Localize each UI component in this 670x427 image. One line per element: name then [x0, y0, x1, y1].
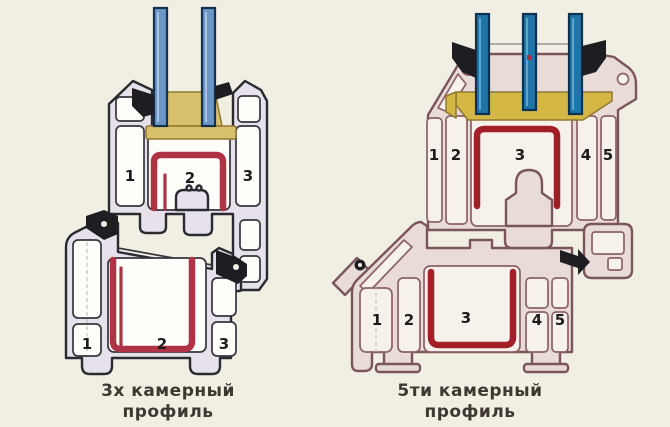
caption-line: профиль: [424, 402, 515, 422]
left-frame-chamber-labels: 1 2 3: [82, 335, 229, 353]
gasket-seal: [560, 249, 590, 275]
chamber-void: [445, 115, 468, 225]
chamber-label: 1: [125, 167, 135, 185]
chamber-void: [591, 231, 625, 255]
glazing-bead-corner: [445, 91, 457, 119]
gasket-detail: [358, 263, 362, 267]
lock-cavity-dome: [504, 168, 554, 228]
gasket-seal: [452, 42, 476, 78]
gasket-seal: [86, 210, 118, 240]
chamber-void: [397, 277, 421, 353]
chamber-void: [551, 311, 569, 353]
screw-channel: [616, 72, 630, 86]
chamber-void: [115, 125, 145, 207]
gasket-seal: [582, 40, 606, 76]
chamber-label: 4: [581, 146, 591, 164]
pane-mark: [527, 55, 531, 60]
right-caption: 5ти камерный профиль: [397, 381, 542, 422]
steel-reinforcement: [150, 151, 227, 212]
lock-cavity-dome: [174, 188, 210, 212]
chamber-label: 4: [532, 311, 542, 329]
chamber-label: 3: [219, 335, 229, 353]
left-caption: 3х камерный профиль: [101, 381, 235, 422]
chamber-label: 3: [243, 167, 253, 185]
left-profile-3-chamber: 1 2 3 1 2 3 3х камерный профиль: [64, 6, 269, 422]
chamber-label: 2: [451, 146, 461, 164]
chamber-label: 3: [515, 146, 525, 164]
chamber-void: [525, 277, 549, 309]
left-sash-chamber-labels: 1 2 3: [125, 167, 253, 187]
left-glazing-unit: [152, 6, 217, 128]
chamber-label: 3: [461, 309, 471, 327]
chamber-label: 5: [603, 146, 613, 164]
right-frame-section: [331, 220, 574, 374]
glass-pane: [521, 12, 538, 112]
right-glazing-unit: [474, 12, 584, 116]
chamber-void: [239, 219, 261, 251]
glass-pane: [474, 12, 491, 116]
right-profile-5-chamber: 1 2 3 4 5 1 2 3 4 5 5ти камерный профиль: [331, 12, 638, 422]
chamber-void: [525, 311, 549, 353]
glazing-bead-bar: [145, 125, 237, 140]
chamber-label: 2: [157, 335, 167, 353]
chamber-label: 2: [404, 311, 414, 329]
glass-pane: [567, 12, 584, 116]
cavity-bump: [195, 184, 203, 192]
caption-line: профиль: [122, 402, 213, 422]
steel-reinforcement: [109, 256, 196, 353]
right-sash-chamber-labels: 1 2 3 4 5: [429, 146, 613, 164]
chamber-void: [600, 115, 617, 221]
chamber-void: [607, 257, 623, 271]
gasket-seal: [215, 82, 233, 100]
gasket-seal: [132, 88, 154, 117]
steel-reinforcement: [473, 125, 561, 210]
chamber-label: 1: [372, 311, 382, 329]
chamber-void: [551, 277, 569, 309]
mounting-foot: [374, 362, 422, 374]
chamber-void: [426, 117, 443, 223]
chamber-void: [211, 321, 237, 357]
chamber-void: [423, 265, 521, 353]
steel-reinforcement: [427, 268, 517, 349]
chamber-void: [235, 125, 261, 207]
glass-pane: [200, 6, 217, 128]
cavity-bump: [185, 184, 193, 192]
chamber-void: [576, 115, 598, 221]
gasket-seal: [216, 250, 247, 284]
chamber-label: 1: [429, 146, 439, 164]
chamber-label: 2: [185, 169, 195, 187]
chamber-label: 5: [555, 311, 565, 329]
glass-pane: [152, 6, 169, 128]
chamber-void: [211, 277, 237, 317]
mounting-foot: [522, 362, 570, 374]
right-frame-chamber-labels: 1 2 3 4 5: [372, 309, 565, 329]
left-frame-section: [64, 215, 249, 376]
caption-line: 5ти камерный: [397, 381, 542, 401]
chamber-void: [237, 95, 261, 123]
caption-line: 3х камерный: [101, 381, 235, 401]
chamber-label: 1: [82, 335, 92, 353]
